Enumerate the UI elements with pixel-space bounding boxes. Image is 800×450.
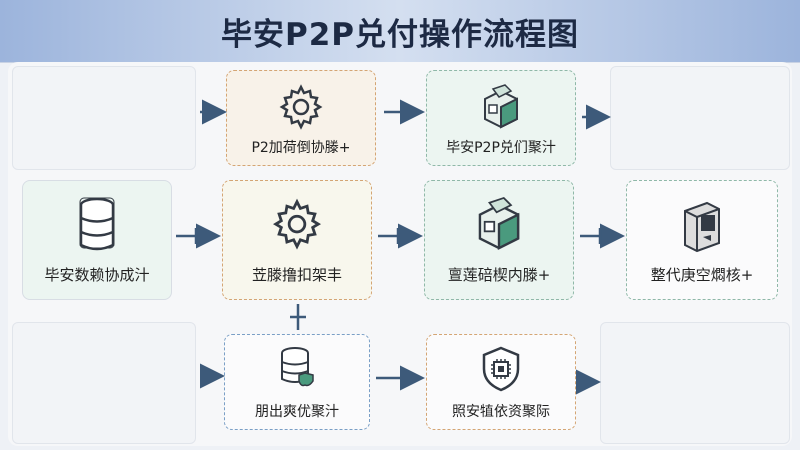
cube-icon	[468, 193, 530, 257]
cell-empty-r1c1	[12, 66, 196, 170]
page-title: 毕安P2P兑付操作流程图	[220, 16, 579, 53]
node-n8[interactable]: 照安犆依资聚际	[426, 334, 576, 430]
node-label: 朋出爽优聚汁	[255, 404, 339, 420]
cell-empty-r1c4	[610, 66, 790, 170]
gear-icon	[269, 195, 325, 255]
node-n1[interactable]: P2加荷倒协滕+	[226, 70, 376, 166]
shield-chip-icon	[479, 345, 523, 397]
node-n6[interactable]: 整代庚空燜核+	[626, 180, 778, 300]
node-label: 亶莲碚楔内滕+	[447, 266, 551, 284]
node-label: 毕安数赖协成汁	[44, 266, 150, 284]
node-label: 整代庚空燜核+	[650, 266, 754, 284]
node-n4[interactable]: 苙滕撸扣架丰	[222, 180, 372, 300]
node-n2[interactable]: 毕安P2P兑们聚汁	[426, 70, 576, 166]
node-n3[interactable]: 毕安数赖协成汁	[22, 180, 172, 300]
cube-icon	[475, 81, 527, 135]
database-shield-icon	[277, 345, 317, 393]
cell-empty-r3c4	[600, 322, 790, 444]
node-label: 毕安P2P兑们聚汁	[446, 140, 556, 156]
node-n5[interactable]: 亶莲碚楔内滕+	[424, 180, 574, 300]
database-icon	[72, 195, 122, 259]
gear-icon	[276, 81, 326, 135]
node-n7[interactable]: 朋出爽优聚汁	[224, 334, 370, 430]
node-label: 苙滕撸扣架丰	[251, 266, 342, 284]
title-bar: 毕安P2P兑付操作流程图	[0, 0, 800, 63]
node-label: P2加荷倒协滕+	[251, 140, 351, 156]
cell-empty-r3c1	[12, 322, 196, 444]
server-icon	[677, 197, 727, 257]
node-label: 照安犆依资聚际	[452, 404, 550, 420]
